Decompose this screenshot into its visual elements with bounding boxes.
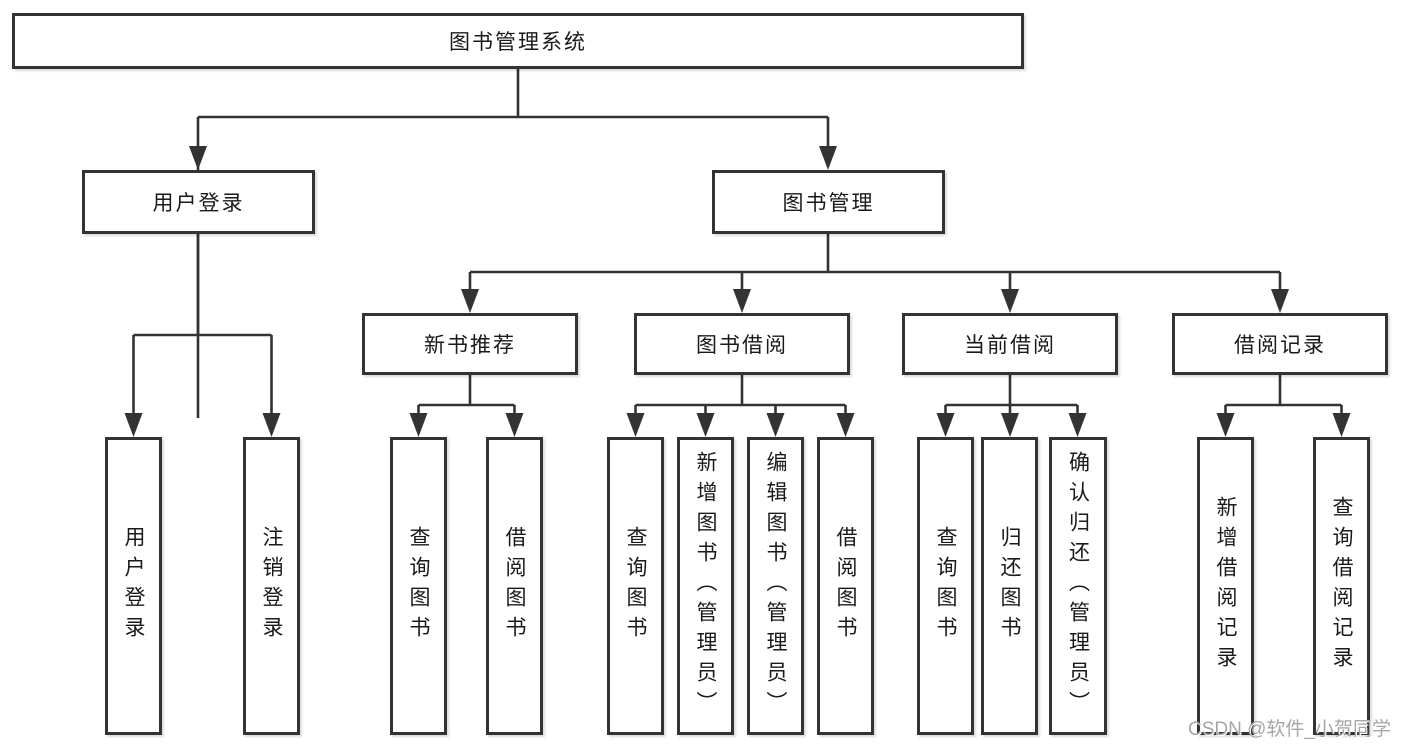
leaf-borrow-books: 借阅图书 — [817, 437, 874, 735]
node-label: 新增图书（管理员） — [694, 451, 717, 721]
node-label: 用户登录 — [122, 526, 145, 646]
node-label: 查询图书 — [934, 526, 957, 646]
node-label: 图书管理 — [782, 192, 875, 215]
connector-recommendation-to-leaves — [417, 375, 516, 418]
node-label: 确认归还（管理员） — [1066, 451, 1090, 721]
node-label: 借阅记录 — [1234, 334, 1326, 357]
node-label: 查询借阅记录 — [1330, 496, 1353, 676]
leaf-confirm-return-admin: 确认归还（管理员） — [1049, 437, 1107, 735]
node-book-management: 图书管理 — [712, 170, 945, 234]
leaf-query-books-borrow: 查询图书 — [607, 437, 664, 735]
node-borrowing-records: 借阅记录 — [1172, 313, 1388, 375]
node-label: 借阅图书 — [834, 526, 857, 646]
node-book-borrowing: 图书借阅 — [634, 313, 850, 375]
node-label: 新书推荐 — [424, 334, 516, 357]
node-library-management-system: 图书管理系统 — [12, 13, 1024, 69]
node-label: 用户登录 — [152, 192, 245, 215]
connector-records-to-leaves — [1224, 375, 1343, 418]
node-label: 查询图书 — [407, 526, 430, 646]
node-label: 当前借阅 — [964, 334, 1056, 357]
watermark-csdn: CSDN @软件_小贺同学 — [1188, 719, 1391, 740]
node-user-login: 用户登录 — [82, 170, 315, 234]
leaf-query-books-current: 查询图书 — [917, 437, 974, 735]
leaf-add-borrow-record: 新增借阅记录 — [1197, 437, 1254, 735]
node-current-borrowing: 当前借阅 — [902, 313, 1118, 375]
node-label: 注销登录 — [260, 526, 283, 646]
leaf-edit-books-admin: 编辑图书（管理员） — [747, 437, 804, 735]
connector-current-to-leaves — [944, 375, 1079, 418]
leaf-add-books-admin: 新增图书（管理员） — [677, 437, 734, 735]
node-label: 新增借阅记录 — [1214, 496, 1237, 676]
node-label: 图书管理系统 — [449, 31, 587, 54]
connector-borrowing-to-leaves — [634, 375, 847, 418]
node-label: 查询图书 — [624, 526, 647, 646]
node-new-book-recommendation: 新书推荐 — [362, 313, 578, 375]
node-label: 编辑图书（管理员） — [764, 451, 787, 721]
leaf-borrow-books-recommend: 借阅图书 — [486, 437, 543, 735]
leaf-query-borrow-record: 查询借阅记录 — [1313, 437, 1370, 735]
node-label: 借阅图书 — [503, 526, 526, 646]
leaf-return-books: 归还图书 — [981, 437, 1038, 735]
leaf-user-login: 用户登录 — [105, 437, 162, 735]
connector-user-login-to-leaves — [132, 234, 273, 418]
leaf-query-books-recommend: 查询图书 — [390, 437, 447, 735]
node-label: 归还图书 — [998, 526, 1021, 646]
node-label: 图书借阅 — [696, 334, 788, 357]
leaf-logout: 注销登录 — [243, 437, 300, 735]
connector-book-management-to-level3 — [468, 234, 1282, 294]
